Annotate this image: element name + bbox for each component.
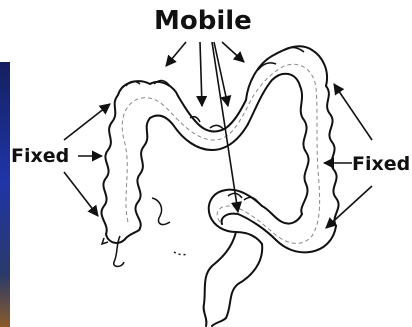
appendix bbox=[102, 198, 188, 267]
background-panel bbox=[0, 62, 10, 327]
mobile-arrow-center bbox=[200, 42, 202, 106]
fixed-left-arrow-up bbox=[64, 104, 110, 140]
mobile-arrow-right-2 bbox=[222, 42, 244, 62]
lumen-dashed-line bbox=[122, 64, 319, 243]
mobile-arrow-left bbox=[166, 42, 186, 66]
mobile-arrow-long bbox=[212, 42, 238, 212]
fixed-label-left: Fixed bbox=[11, 147, 69, 166]
colon-outline bbox=[101, 46, 338, 326]
fixed-right-arrow-up bbox=[334, 84, 372, 140]
fixed-left-arrow-down bbox=[64, 172, 98, 216]
mobile-arrows bbox=[166, 42, 244, 212]
fixed-left-arrows bbox=[64, 104, 110, 216]
fixed-label-right: Fixed bbox=[352, 155, 410, 174]
mobile-label: Mobile bbox=[154, 8, 252, 34]
